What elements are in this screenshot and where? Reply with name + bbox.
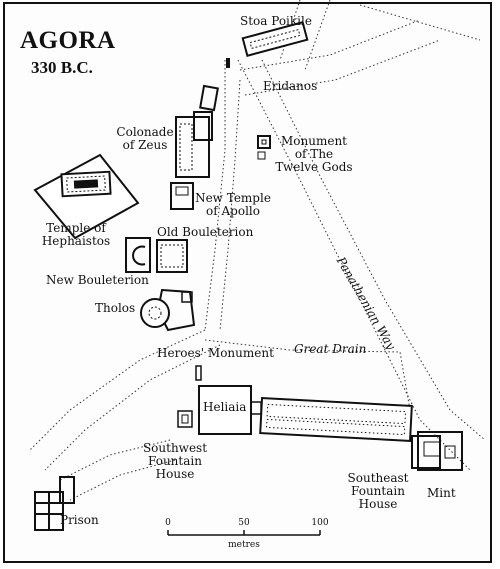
colonade-of-zeus-building xyxy=(175,84,219,178)
northeast-road-edge-b xyxy=(304,0,331,71)
label-southeast-fountain-house: Southeast Fountain House xyxy=(344,472,412,511)
south-road-edge-a xyxy=(59,439,171,481)
prison-building xyxy=(34,476,75,531)
heroes-monument-marker xyxy=(195,365,202,381)
map-frame xyxy=(3,2,492,563)
label-southwest-line-2: Fountain xyxy=(148,454,202,468)
west-road-edge-b xyxy=(44,344,221,471)
scale-tick-0: 0 xyxy=(165,518,171,528)
stoa-poikile-building xyxy=(241,21,309,57)
label-southwest-fountain-house: Southwest Fountain House xyxy=(141,442,209,481)
southwest-fountain-house-building xyxy=(177,410,193,428)
label-eridanos: Eridanos xyxy=(263,79,318,93)
scale-unit: metres xyxy=(228,540,260,550)
label-heroes-monument: Heroes' Monument xyxy=(157,346,274,360)
label-new-temple-line-1: New Temple xyxy=(195,191,271,205)
label-colonade-of-zeus: Colonade of Zeus xyxy=(115,126,175,152)
scale-tick-100: 100 xyxy=(311,518,329,528)
new-temple-of-apollo-building xyxy=(170,182,194,210)
label-prison: Prison xyxy=(60,513,99,527)
label-colonade-line-2: of Zeus xyxy=(122,138,168,152)
map-title: AGORA xyxy=(20,27,116,54)
label-southeast-line-3: House xyxy=(358,497,398,511)
scale-tick-50: 50 xyxy=(238,518,250,528)
tholos-building xyxy=(140,288,196,332)
label-southwest-line-1: Southwest xyxy=(142,441,208,455)
label-southeast-line-2: Fountain xyxy=(351,484,405,498)
label-southwest-line-3: House xyxy=(155,467,195,481)
label-tholos: Tholos xyxy=(95,301,136,315)
south-stoa-connector xyxy=(250,401,262,415)
temple-of-hephaistos-building xyxy=(33,153,140,240)
label-hephaistos-line-1: Temple of xyxy=(46,221,106,235)
label-southeast-line-1: Southeast xyxy=(347,471,409,485)
label-temple-of-hephaistos: Temple of Hephaistos xyxy=(36,222,116,248)
south-road-edge-b xyxy=(69,459,176,501)
new-bouleterion-building xyxy=(125,237,151,273)
mint-building xyxy=(411,431,463,471)
panathenian-way-road-edge-east xyxy=(261,59,486,441)
label-new-temple-of-apollo: New Temple of Apollo xyxy=(193,192,273,218)
south-stoa-building xyxy=(259,397,413,442)
old-bouleterion-building xyxy=(156,239,188,273)
scale-bar xyxy=(167,530,321,536)
label-new-bouleterion: New Bouleterion xyxy=(46,273,149,287)
map-subtitle: 330 B.C. xyxy=(31,58,93,77)
label-stoa-poikile: Stoa Poikile xyxy=(240,14,312,28)
north-road-edge-a xyxy=(204,60,226,331)
label-hephaistos-line-2: Hephaistos xyxy=(41,234,111,248)
label-monument-line-3: Twelve Gods xyxy=(275,160,353,174)
label-monument-twelve-gods: Monument of The Twelve Gods xyxy=(272,135,356,174)
north-road-edge-b xyxy=(219,79,241,331)
northeast-road-edge-a xyxy=(279,0,301,61)
east-road-edge-a xyxy=(359,4,481,41)
heliaia-building xyxy=(198,385,252,435)
label-colonade-line-1: Colonade xyxy=(116,125,174,139)
label-mint: Mint xyxy=(427,486,456,500)
monument-twelve-gods-building xyxy=(257,135,271,160)
stoa-small-marker xyxy=(226,58,230,68)
label-monument-line-1: Monument xyxy=(281,134,347,148)
label-monument-line-2: of The xyxy=(294,147,334,161)
label-heliaia: Heliaia xyxy=(203,400,247,414)
label-old-bouleterion: Old Bouleterion xyxy=(157,225,254,239)
label-new-temple-line-2: of Apollo xyxy=(206,204,260,218)
great-drain-line xyxy=(204,339,411,411)
label-great-drain: Great Drain xyxy=(294,342,367,356)
panathenian-way-road-edge-west xyxy=(237,59,471,471)
